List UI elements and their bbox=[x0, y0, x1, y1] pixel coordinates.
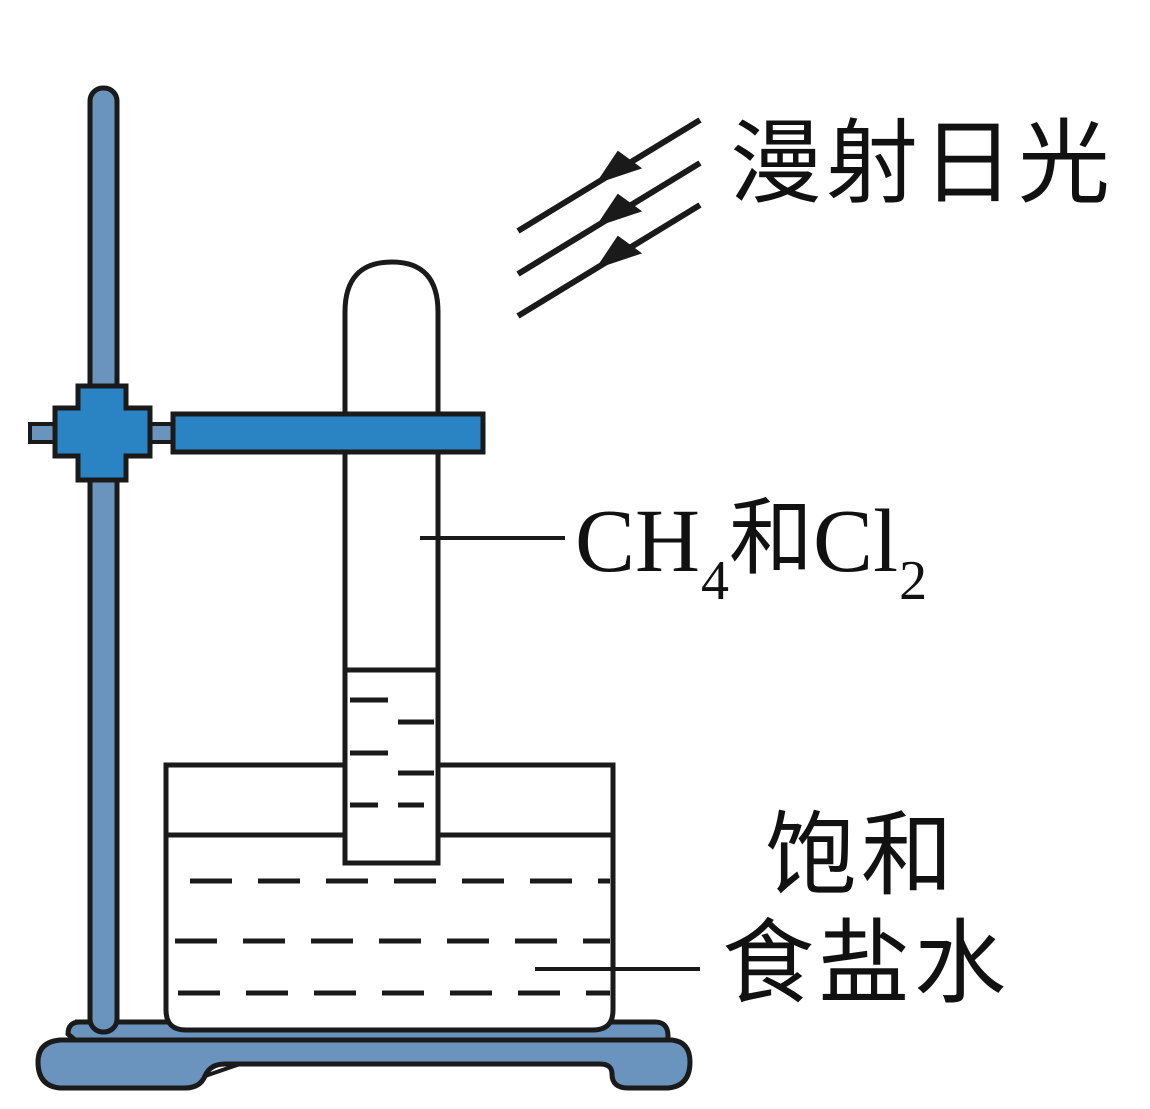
light-rays bbox=[516, 117, 702, 319]
diffuse-sunlight-label: 漫射日光 bbox=[730, 110, 1115, 217]
gas-conjunction: 和 bbox=[729, 489, 814, 587]
gas-formula-sub-2: 2 bbox=[899, 550, 928, 612]
test-tube bbox=[170, 259, 486, 866]
saturated-label: 饱和 bbox=[765, 802, 958, 909]
stand-rod bbox=[87, 85, 120, 1035]
gas-formula-cl: Cl bbox=[813, 492, 899, 591]
clamp-boss bbox=[52, 383, 153, 483]
gas-formula-sub-4: 4 bbox=[701, 550, 730, 612]
ray-arrow-2 bbox=[595, 193, 643, 227]
brine-label: 食盐水 bbox=[722, 910, 1011, 1017]
gas-mixture-label: CH4和Cl2 bbox=[575, 496, 927, 609]
ray-arrow-3 bbox=[595, 235, 643, 269]
ray-arrow-1 bbox=[595, 150, 643, 184]
gas-formula-ch: CH bbox=[575, 492, 701, 591]
